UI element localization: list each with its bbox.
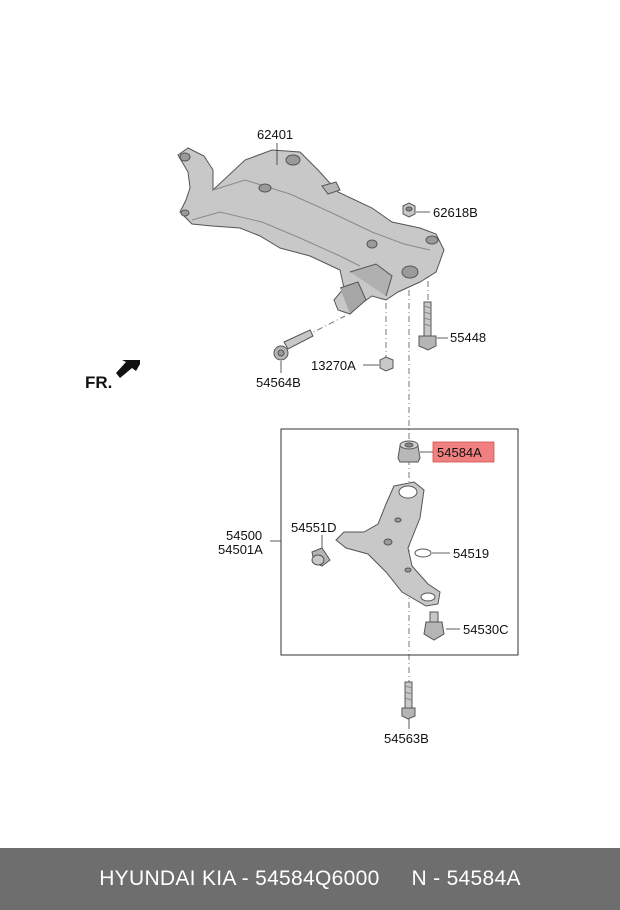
label-54519: 54519: [453, 546, 489, 561]
highlight-label-box: [432, 441, 495, 463]
label-54551d: 54551D: [291, 520, 337, 535]
footer-bar: HYUNDAI KIA - 54584Q6000 N - 54584A: [0, 848, 620, 910]
label-55448: 55448: [450, 330, 486, 345]
bushing-highlight-part[interactable]: [397, 440, 421, 463]
bolt-right-part[interactable]: [418, 301, 437, 351]
label-62401: 62401: [257, 127, 293, 142]
label-62618b: 62618B: [433, 205, 478, 220]
label-54564b: 54564B: [256, 375, 301, 390]
front-arrow-icon: [116, 360, 140, 378]
front-label: FR.: [85, 373, 112, 392]
ball-joint-part[interactable]: [423, 611, 445, 641]
control-arm-part[interactable]: [335, 481, 441, 607]
bolt-left-part[interactable]: [273, 329, 314, 361]
label-54501a: 54501A: [218, 542, 263, 557]
subframe-part[interactable]: [177, 147, 445, 315]
label-54530c: 54530C: [463, 622, 509, 637]
label-54500: 54500: [226, 528, 262, 543]
label-54584a: 54584A: [437, 445, 482, 460]
footer-ref: N - 54584A: [411, 867, 521, 890]
nut-top-part[interactable]: [402, 202, 416, 218]
label-54563b: 54563B: [384, 731, 429, 746]
nut-small-part[interactable]: [379, 356, 394, 372]
arm-assembly-box: [280, 428, 519, 656]
label-13270a: 13270A: [311, 358, 356, 373]
footer-brand-part: HYUNDAI KIA - 54584Q6000: [99, 867, 380, 890]
ring-part[interactable]: [414, 548, 432, 558]
bolt-bottom-part[interactable]: [401, 681, 416, 720]
bushing-front-part[interactable]: [311, 547, 331, 567]
exploded-parts-diagram: FR. 54584A 6240: [85, 127, 519, 746]
